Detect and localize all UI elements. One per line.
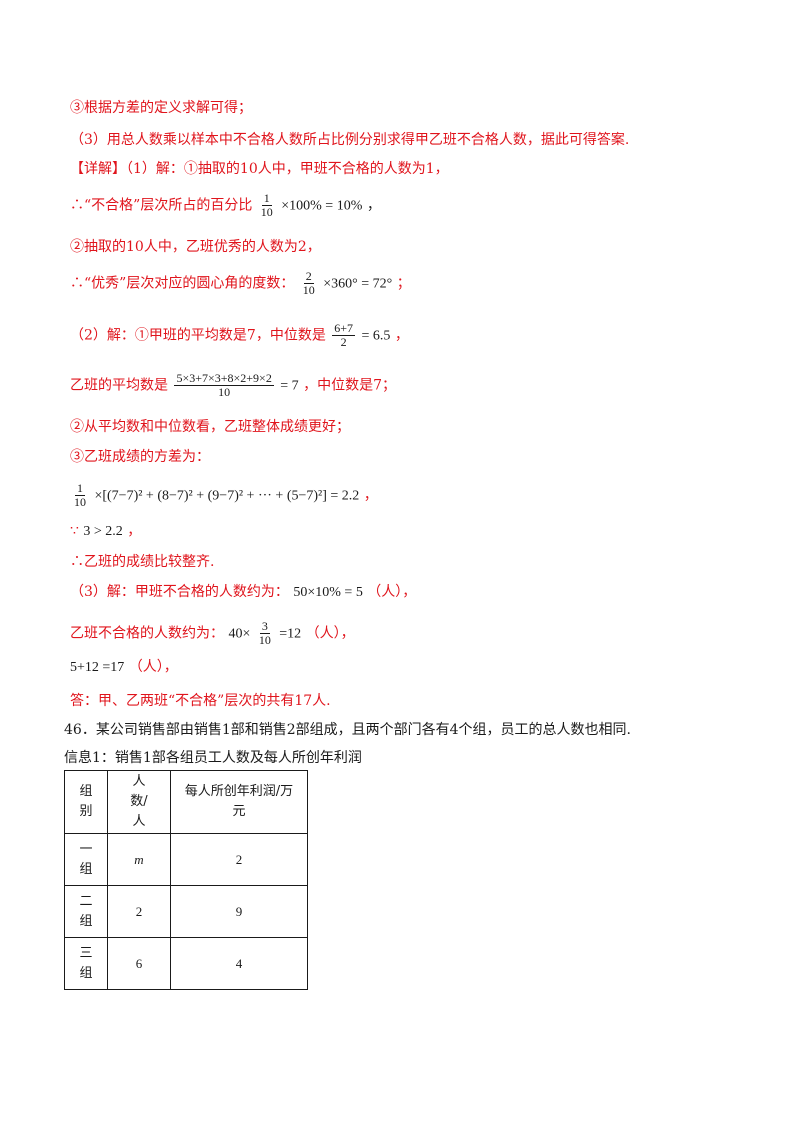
comparison-line: ②从平均数和中位数看，乙班整体成绩更好； [70, 419, 350, 435]
table-row: 三组 6 4 [64, 937, 308, 990]
class-b-fail-expression: =12 [279, 626, 302, 642]
median-expression: = 6.5 [361, 328, 391, 344]
table-cell: 二组 [64, 885, 108, 938]
excellent-count-line: ②抽取的10人中，乙班优秀的人数为2， [70, 239, 321, 255]
table-cell: 2 [170, 833, 308, 886]
multiplier: 40× [228, 626, 251, 642]
class-a-label: （2）解：①甲班的平均数是7，中位数是 [70, 327, 326, 344]
variance-expression: ×[(7−7)² + (8−7)² + (9−7)² + ··· + (5−7)… [94, 488, 360, 504]
info-table: 组别 人数/人 每人所创年利润/万元 一组 m 2 二组 2 9 三组 6 4 [64, 770, 308, 990]
unit-label: （人）， [305, 625, 355, 642]
class-a-fail-line: （3）解：甲班不合格的人数约为： 50×10% = 5 （人）， [70, 582, 416, 603]
answer-line: 答：甲、乙两班“不合格”层次的共有17人. [70, 693, 331, 709]
fraction-numerator: 5×3+7×3+8×2+9×2 [174, 371, 274, 386]
table-row: 二组 2 9 [64, 885, 308, 938]
because-symbol: ∵ [70, 523, 79, 539]
detail-line-1: 【详解】（1）解：①抽取的10人中，甲班不合格的人数为1， [70, 159, 449, 179]
question-text: 46．某公司销售部由销售1部和销售2部组成，且两个部门各有4个组，员工的总人数也… [64, 722, 631, 738]
fraction-denominator: 10 [74, 495, 86, 509]
fraction-denominator: 10 [260, 205, 273, 219]
fraction-numerator: 3 [259, 619, 270, 634]
fraction-numerator: 1 [261, 191, 272, 206]
table-row: 一组 m 2 [64, 833, 308, 886]
angle-label: ∴“优秀”层次对应的圆心角的度数： [70, 275, 295, 292]
punctuation: ， [363, 487, 378, 504]
fraction-numerator: 1 [75, 481, 85, 496]
class-b-label: 乙班的平均数是 [70, 377, 168, 394]
unit-label: （人）， [367, 584, 417, 600]
fraction-numerator: 6+7 [332, 321, 356, 336]
punctuation: ， [394, 327, 409, 344]
fraction-numerator: 2 [303, 269, 314, 284]
fraction-denominator: 10 [258, 633, 271, 647]
class-b-median: ，中位数是7； [303, 377, 397, 394]
table-cell: 三组 [64, 937, 108, 990]
class-a-fail-label: （3）解：甲班不合格的人数约为： [70, 584, 289, 600]
percentage-label: ∴“不合格”层次所占的百分比 [70, 197, 253, 214]
table-cell: 9 [170, 885, 308, 938]
punctuation: ； [396, 275, 411, 292]
table-header-cell: 组别 [64, 770, 108, 834]
inequality: 3 > 2.2 [83, 524, 123, 539]
unit-label: （人）， [128, 659, 178, 675]
table-cell: 一组 [64, 833, 108, 886]
punctuation: ， [366, 198, 381, 214]
class-a-fail-expression: 50×10% = 5 [293, 585, 363, 600]
table-cell: 6 [107, 937, 171, 990]
because-line: ∵ 3 > 2.2 ， [70, 521, 141, 542]
hint-3: ③根据方差的定义求解可得； [70, 100, 252, 116]
mean-expression: = 7 [280, 378, 299, 394]
variance-label-line: ③乙班成绩的方差为： [70, 449, 210, 465]
detail-tag: 【详解】 [70, 161, 126, 177]
fraction-denominator: 10 [218, 385, 231, 399]
punctuation: ， [127, 523, 142, 539]
total-expression: 5+12 =17 [70, 660, 125, 675]
class-b-fail-label: 乙班不合格的人数约为： [70, 625, 224, 642]
total-line: 5+12 =17 （人）， [70, 657, 178, 678]
detail-text: （1）解：①抽取的10人中，甲班不合格的人数为1， [126, 161, 449, 177]
hint-part-3: （3）用总人数乘以样本中不合格人数所占比例分别求得甲乙班不合格人数，据此可得答案… [70, 132, 630, 148]
angle-expression: ×360° = 72° [323, 276, 393, 292]
conclusion-line: ∴乙班的成绩比较整齐. [70, 554, 215, 570]
table-header-row: 组别 人数/人 每人所创年利润/万元 [64, 770, 308, 834]
info-1-label: 信息1：销售1部各组员工人数及每人所创年利润 [64, 750, 362, 766]
table-cell: m [107, 833, 171, 886]
table-header-cell: 每人所创年利润/万元 [170, 770, 308, 834]
table-header-cell: 人数/人 [107, 770, 171, 834]
table-cell: 4 [170, 937, 308, 990]
fraction-denominator: 2 [340, 335, 347, 349]
fraction-denominator: 10 [302, 283, 315, 297]
percentage-expression: ×100% = 10% [281, 198, 363, 214]
table-cell: 2 [107, 885, 171, 938]
